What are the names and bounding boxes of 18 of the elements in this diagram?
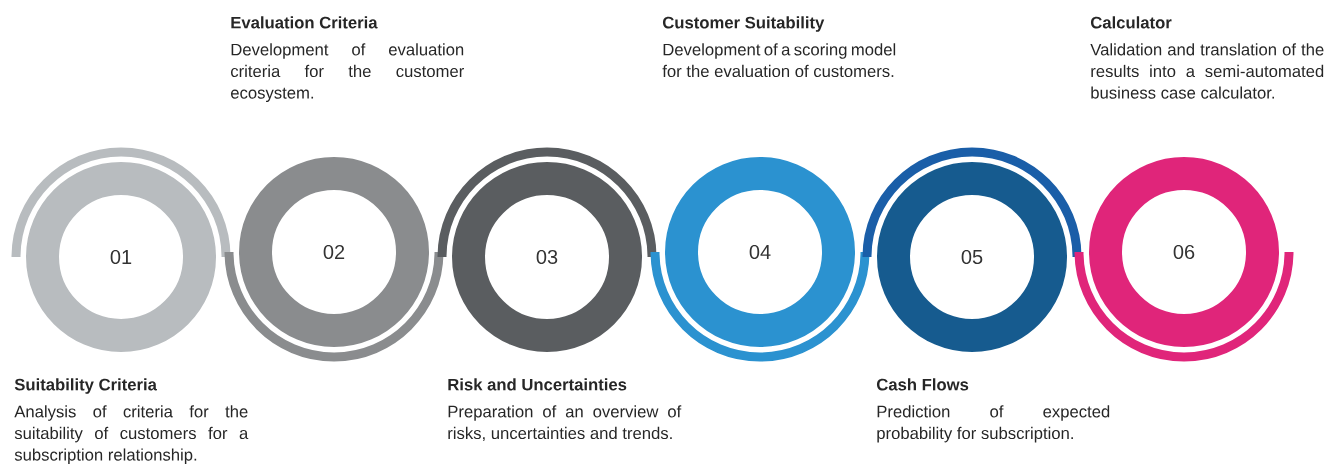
step-heading: Risk and Uncertainties [448, 378, 627, 391]
step-description: Development of a scoring model for the evaluation of customers. [662, 43, 896, 78]
numbered-ring: 05 [877, 162, 1067, 352]
step-description: Preparation of an overview of risks, uncertainties and trends. [448, 405, 682, 442]
step-heading: Customer Suitability [662, 16, 825, 32]
numbered-ring: 01 [26, 162, 216, 352]
step-description: Analysis of criteria for the suitability of customers for a subscription relationship. [14, 405, 249, 464]
step-heading: Cash Flows [876, 378, 969, 391]
step-description: Prediction of expected probability for subscription. [877, 405, 1110, 443]
step-heading: Calculator [1090, 16, 1172, 29]
numbered-ring: 06 [1089, 157, 1279, 347]
numbered-ring: 04 [665, 157, 855, 347]
step-heading: Evaluation Criteria [231, 16, 378, 29]
step-heading: Suitability Criteria [14, 378, 157, 394]
numbered-ring: 02 [239, 157, 429, 347]
step-description: Development of evaluation criteria for the customer ecosystem. [231, 43, 464, 102]
numbered-ring: 03 [452, 162, 642, 352]
step-description: Validation and translation of the results into a semi-automated business case calculator. [1090, 43, 1324, 99]
